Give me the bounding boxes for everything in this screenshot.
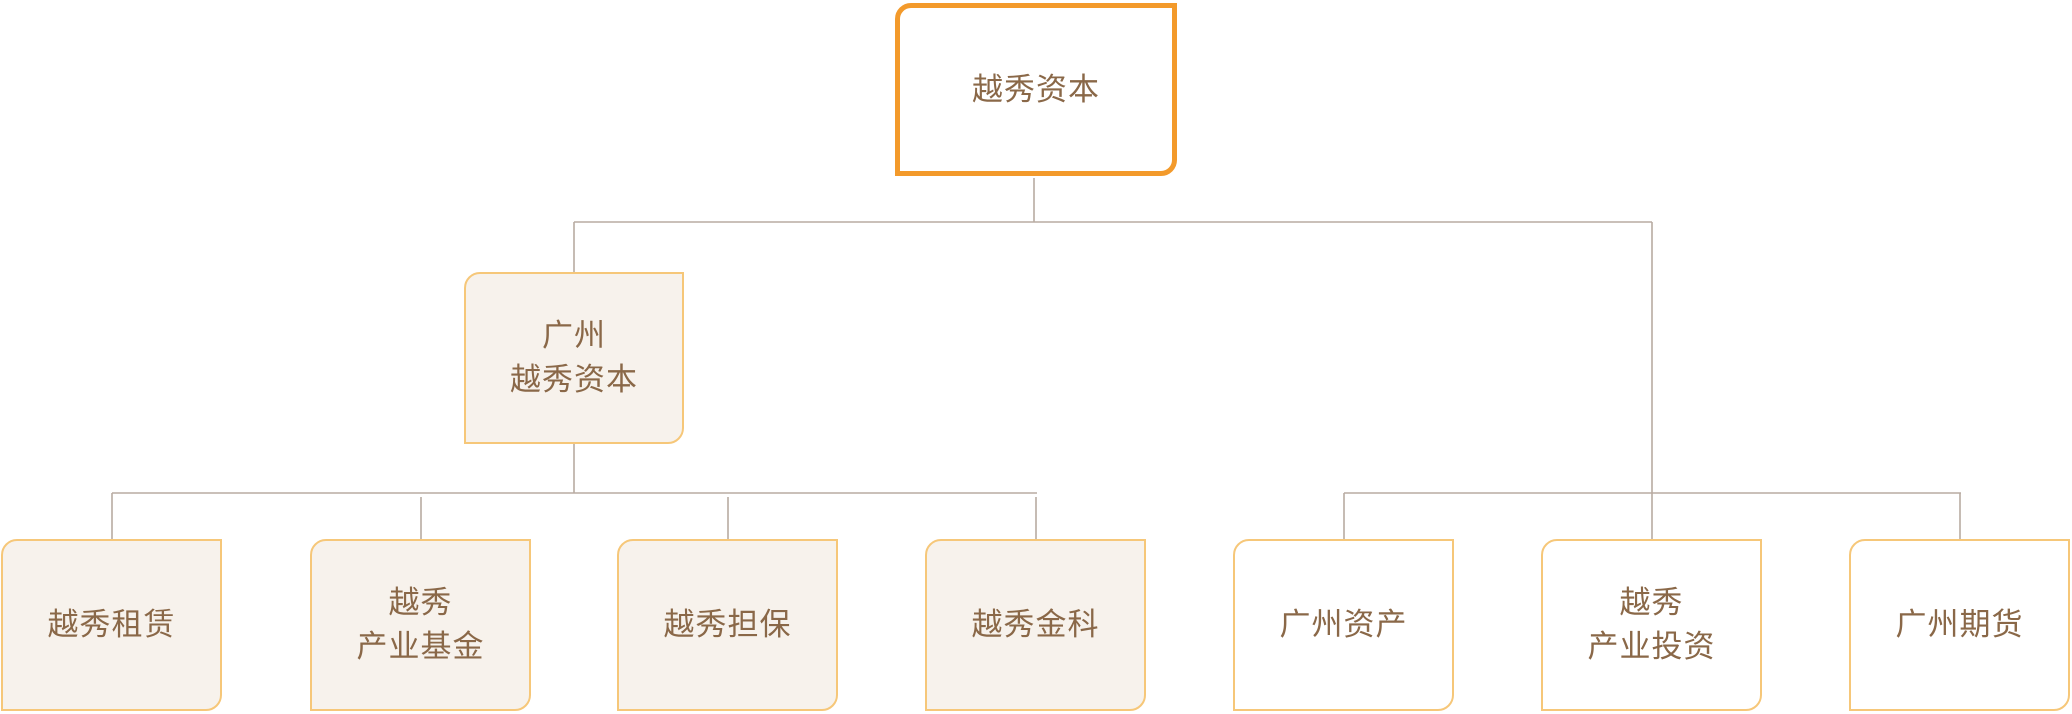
- node-leaf-6-line-1: 广州期货: [1895, 607, 2024, 643]
- node-mid-line-1: 广州: [542, 318, 606, 354]
- node-leaf-5: 越秀 产业投资: [1541, 539, 1762, 711]
- node-leaf-5-line-2: 产业投资: [1587, 629, 1716, 665]
- node-leaf-1-line-1: 越秀: [388, 585, 453, 621]
- node-root-line-1: 越秀资本: [972, 71, 1100, 108]
- node-leaf-1-line-2: 产业基金: [356, 629, 485, 665]
- node-leaf-4: 广州资产: [1233, 539, 1454, 711]
- node-leaf-0-line-1: 越秀租赁: [47, 607, 176, 643]
- node-leaf-1: 越秀 产业基金: [310, 539, 531, 711]
- node-leaf-3: 越秀金科: [925, 539, 1146, 711]
- node-leaf-3-line-1: 越秀金科: [971, 607, 1100, 643]
- node-leaf-2: 越秀担保: [617, 539, 838, 711]
- node-leaf-5-line-1: 越秀: [1619, 585, 1684, 621]
- node-mid: 广州 越秀资本: [464, 272, 684, 444]
- node-leaf-6: 广州期货: [1849, 539, 2070, 711]
- node-leaf-0: 越秀租赁: [1, 539, 222, 711]
- node-mid-line-2: 越秀资本: [510, 362, 638, 398]
- node-leaf-2-line-1: 越秀担保: [663, 607, 792, 643]
- node-root: 越秀资本: [895, 3, 1177, 176]
- node-leaf-4-line-1: 广州资产: [1279, 607, 1408, 643]
